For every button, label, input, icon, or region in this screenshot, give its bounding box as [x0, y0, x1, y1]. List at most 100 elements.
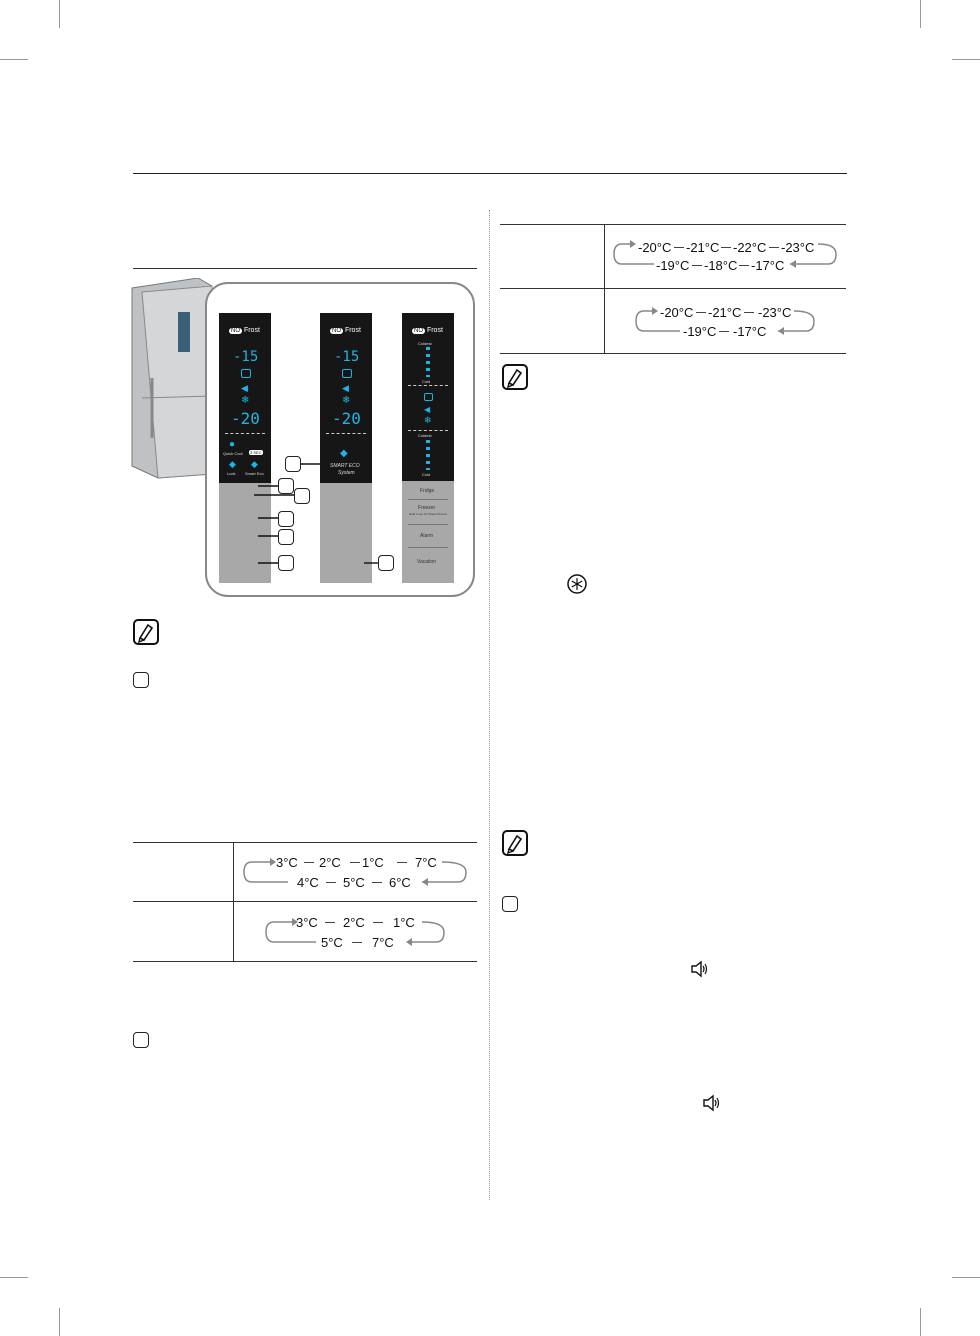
temp-value: -20°C: [660, 305, 694, 320]
callout-marker: [278, 511, 294, 527]
header-rule: [133, 173, 847, 174]
coldest-label: Coldest: [418, 341, 432, 346]
dotted-separator: [408, 385, 448, 386]
control-panel-1: NO Frost -15 ◀ ❄ -20 ● Quick Cool 3 SEC …: [219, 313, 271, 583]
button-area: Fridge Freezer Hold 3 sec for Power Free…: [402, 481, 454, 583]
temp-value: -22°C: [733, 240, 767, 255]
snowflake-icon: ❄: [424, 415, 432, 425]
temp-dash: [769, 247, 779, 248]
temp-dash: [350, 862, 360, 863]
note-pencil-icon: [502, 364, 528, 390]
smart-eco-icon: ◆: [251, 459, 258, 469]
smart-eco-label: Smart Eco: [245, 471, 264, 476]
led-column: [426, 347, 430, 377]
section-rule: [133, 268, 477, 269]
temp-value: 2°C: [343, 915, 365, 930]
temp-value: -17°C: [733, 324, 767, 339]
temp-dash: [373, 922, 383, 923]
led-column: [426, 440, 430, 470]
temp-dash: [721, 247, 731, 248]
temp-dash: [674, 247, 684, 248]
temp-value: 1°C: [393, 915, 415, 930]
temp-value: 7°C: [372, 935, 394, 950]
note-pencil-icon: [502, 830, 528, 856]
speaker-icon: [691, 960, 708, 978]
temp-dash: [372, 882, 382, 883]
temp-value: -23°C: [781, 240, 815, 255]
brand-badge: NO Frost: [229, 327, 260, 334]
temp-dash: [696, 312, 706, 313]
speaker-icon: ◀: [342, 383, 349, 393]
callout-marker: [378, 555, 394, 571]
temp-value: -21°C: [686, 240, 720, 255]
separator: [408, 547, 448, 548]
smart-eco-text-2: System: [338, 470, 355, 476]
fridge-button-label: Fridge: [420, 488, 435, 494]
note-pencil-icon: [133, 619, 159, 645]
callout-lines: [254, 463, 378, 564]
crop-mark: [920, 1308, 921, 1336]
snowflake-icon: ❄: [241, 395, 250, 406]
table-rule: [500, 224, 846, 225]
temp-dash: [397, 862, 407, 863]
speaker-icon: ◀: [424, 405, 431, 414]
temp-value: -23°C: [758, 305, 792, 320]
alarm-button-label: Alarm: [420, 533, 434, 539]
power-cool-icon: [424, 393, 433, 401]
temp-value: 2°C: [319, 855, 341, 870]
fridge-temp-display: -15: [334, 349, 360, 365]
temp-value: 4°C: [297, 875, 319, 890]
crop-mark: [952, 1277, 980, 1278]
brand-prefix: NO: [330, 328, 343, 334]
lock-label: Lock: [227, 471, 236, 476]
button-area: [219, 483, 271, 583]
callout-marker: [294, 488, 310, 504]
temp-cycle-arrows: [613, 240, 837, 335]
temp-value: 3°C: [296, 915, 318, 930]
freezer-temp-display: -20: [231, 409, 260, 428]
callout-marker: [278, 555, 294, 571]
cold-label: Cold: [422, 472, 431, 477]
callout-marker: [285, 456, 301, 472]
speaker-icon: ◀: [241, 383, 248, 393]
fridge-temp-display: -15: [233, 349, 259, 365]
power-cool-icon: [342, 369, 352, 378]
vacation-button-label: Vacation: [417, 559, 437, 565]
table-rule: [500, 288, 846, 289]
table-vrule: [233, 842, 234, 961]
temp-value: -17°C: [751, 258, 785, 273]
brand-prefix: NO: [412, 328, 425, 334]
smart-eco-text: SMART ECO: [330, 463, 360, 469]
temp-dash: [692, 265, 702, 266]
table-vrule: [604, 224, 605, 353]
table-rule: [133, 961, 477, 962]
cold-label: Cold: [422, 379, 431, 384]
control-panel-2: NO Frost -15 ◀ ❄ -20 ◆ SMART ECO System: [320, 313, 372, 583]
temp-dash: [739, 265, 749, 266]
dotted-separator: [225, 433, 265, 434]
temp-value: -20°C: [638, 240, 672, 255]
section-marker: [502, 896, 518, 912]
freezer-sub-label: Hold 3 sec for Power Freeze: [408, 512, 447, 516]
temp-dash: [352, 942, 362, 943]
brand-prefix: NO: [229, 328, 242, 334]
dotted-separator: [408, 430, 448, 431]
power-cool-icon: [241, 369, 251, 378]
temp-value: -19°C: [656, 258, 690, 273]
temp-dash: [719, 331, 729, 332]
separator: [408, 499, 448, 500]
crop-mark: [0, 1277, 28, 1278]
table-rule: [133, 901, 477, 902]
temp-cycle-arrows: [243, 858, 467, 946]
quick-cool-icon: ●: [229, 439, 236, 450]
section-marker: [133, 1032, 149, 1048]
temp-dash: [304, 862, 314, 863]
quick-cool-label: Quick Cool: [223, 451, 243, 456]
separator: [408, 524, 448, 525]
freezer-temp-display: -20: [332, 409, 361, 428]
temp-value: 7°C: [415, 855, 437, 870]
coldest-label: Coldest: [418, 433, 432, 438]
brand-name: Frost: [243, 327, 260, 334]
dotted-separator: [326, 433, 366, 434]
temp-value: 6°C: [389, 875, 411, 890]
